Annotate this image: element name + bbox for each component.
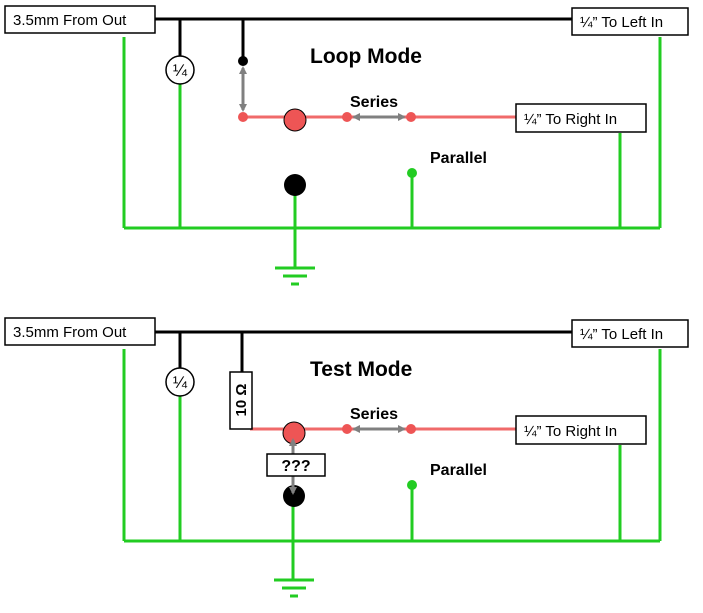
loop-source-box: 3.5mm From Out	[4, 5, 156, 34]
loop-source-label: 3.5mm From Out	[13, 12, 127, 29]
loop-series-label: Series	[350, 94, 398, 111]
test-right-out-box: ¼” To Right In	[515, 415, 647, 445]
test-ground-wiring	[122, 349, 662, 580]
loop-black-terminal	[284, 174, 306, 196]
loop-ground-wiring	[122, 37, 662, 268]
test-source-label: 3.5mm From Out	[13, 324, 127, 341]
loop-red-terminal	[283, 108, 307, 132]
test-plug-label: ¼	[173, 373, 188, 392]
test-series-label: Series	[350, 406, 398, 423]
test-resistor: 10 Ω	[229, 371, 253, 430]
loop-mode-panel: ¼ 3.5mm From Out ¼” To Left In ¼” To Rig…	[4, 5, 689, 286]
test-right-out-label: ¼” To Right In	[524, 423, 617, 440]
loop-series-node-left	[342, 112, 352, 122]
loop-right-out-label: ¼” To Right In	[524, 111, 617, 128]
loop-parallel-label: Parallel	[430, 150, 487, 167]
test-unknown-label: ???	[281, 458, 310, 475]
loop-plug-label: ¼	[173, 61, 188, 80]
test-black-terminal	[283, 485, 305, 507]
loop-left-out-label: ¼” To Left In	[580, 14, 663, 31]
test-source-box: 3.5mm From Out	[4, 317, 156, 346]
loop-signal-bus	[155, 17, 572, 61]
loop-bus-node	[238, 56, 248, 66]
test-series-node-right	[406, 424, 416, 434]
test-parallel-node	[407, 480, 417, 490]
test-series-node-left	[342, 424, 352, 434]
test-resistor-label: 10 Ω	[233, 384, 250, 417]
loop-left-out-box: ¼” To Left In	[571, 7, 689, 36]
loop-plug-symbol: ¼	[165, 55, 195, 85]
test-mode-title: Test Mode	[310, 358, 412, 381]
test-unknown-box: ???	[266, 453, 326, 477]
test-left-out-box: ¼” To Left In	[571, 319, 689, 348]
loop-switch-node	[238, 112, 248, 122]
loop-mode-title: Loop Mode	[310, 45, 422, 68]
test-parallel-label: Parallel	[430, 462, 487, 479]
test-left-out-label: ¼” To Left In	[580, 326, 663, 343]
loop-parallel-node	[407, 168, 417, 178]
test-signal-bus	[155, 330, 572, 372]
loop-right-out-box: ¼” To Right In	[515, 103, 647, 133]
test-plug-symbol: ¼	[165, 367, 195, 397]
test-ground-symbol	[274, 578, 314, 598]
loop-ground-symbol	[275, 266, 315, 286]
test-mode-panel: 10 Ω ??? ¼ 3.5mm From Out ¼” To Left In …	[4, 317, 689, 598]
loop-series-node-right	[406, 112, 416, 122]
